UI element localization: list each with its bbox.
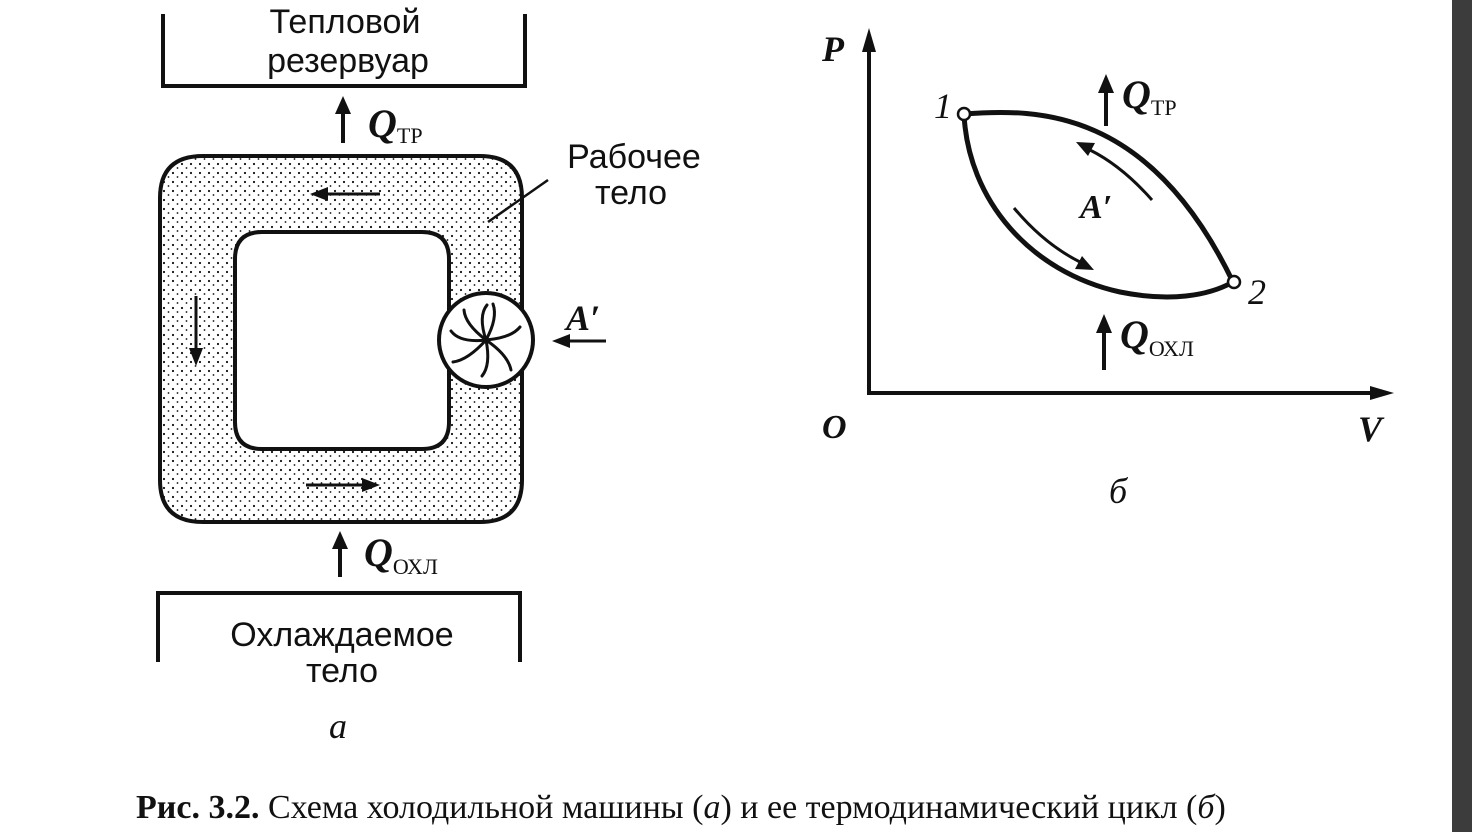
q-hot-arrow-up-icon	[335, 96, 351, 143]
diagram-a: Тепловой резервуар QТР Рабочее тело	[156, 3, 701, 746]
point-2-label: 2	[1248, 272, 1266, 312]
cooled-body-label-line1: Охлаждаемое	[230, 616, 453, 654]
x-axis-arrow-icon	[1370, 386, 1394, 400]
flow-arrow-right-icon	[306, 478, 380, 492]
upper-direction-arrow-icon	[1076, 142, 1154, 201]
caption-a: а	[703, 789, 720, 826]
panel-label-a: а	[329, 706, 347, 746]
axis-label-v: V	[1358, 409, 1385, 449]
q-cold-symbol: Q	[364, 530, 393, 575]
cycle-point-2	[1226, 274, 1242, 290]
caption-text-1: Схема холодильной машины (	[259, 789, 703, 826]
hot-reservoir-label-line1: Тепловой	[270, 3, 421, 41]
caption-text-2: ) и ее термодинамический цикл (	[720, 789, 1197, 826]
q-cold-b-symbol: Q	[1120, 312, 1149, 357]
cycle-upper-curve	[963, 109, 1236, 284]
q-hot-symbol: Q	[368, 101, 397, 146]
working-body-pointer	[487, 178, 549, 224]
q-cold-arrow-up-b-icon	[1096, 314, 1112, 370]
origin-label: O	[822, 409, 847, 446]
scan-edge	[1452, 0, 1472, 832]
work-label-b: A′	[1078, 189, 1112, 226]
cycle-lower-curve	[961, 113, 1235, 300]
work-arrow-left-icon	[552, 334, 606, 348]
q-hot-label: QТР	[368, 101, 423, 148]
q-cold-label-b: QОХЛ	[1120, 312, 1194, 361]
caption-number: Рис. 3.2.	[136, 789, 259, 826]
hot-reservoir-label-line2: резервуар	[267, 42, 429, 80]
q-cold-subscript: ОХЛ	[393, 554, 438, 579]
q-hot-arrow-up-b-icon	[1098, 74, 1114, 126]
cycle-point-1	[956, 106, 972, 122]
q-cold-b-subscript: ОХЛ	[1149, 336, 1194, 361]
caption-b: б	[1197, 789, 1216, 826]
working-body-ring	[158, 154, 524, 524]
caption-text-3: )	[1214, 789, 1225, 826]
compressor-icon	[437, 291, 535, 389]
point-1-label: 1	[934, 86, 952, 126]
figure-caption: Рис. 3.2. Схема холодильной машины (а) и…	[136, 789, 1226, 826]
panel-label-b: б	[1109, 471, 1129, 511]
lower-direction-arrow-icon	[1012, 207, 1094, 270]
working-body-label-line1: Рабочее	[567, 138, 701, 176]
hot-reservoir-bracket	[161, 14, 527, 88]
flow-arrow-down-icon	[189, 296, 203, 366]
axis-label-p: P	[821, 29, 845, 69]
x-axis	[867, 386, 1394, 400]
cooled-body-label-line2: тело	[306, 652, 378, 690]
cooled-body-bracket	[156, 591, 522, 662]
diagram-b: P V O 1 2 A′ QТР	[821, 28, 1394, 511]
work-label-a: A′	[564, 298, 600, 338]
y-axis-arrow-icon	[862, 28, 876, 52]
q-hot-b-symbol: Q	[1122, 72, 1151, 117]
q-cold-label: QОХЛ	[364, 530, 438, 579]
q-hot-label-b: QТР	[1122, 72, 1177, 120]
y-axis	[862, 28, 876, 393]
working-body-label-line2: тело	[595, 174, 667, 212]
q-cold-arrow-up-icon	[332, 531, 348, 577]
q-hot-subscript: ТР	[397, 123, 423, 148]
q-hot-b-subscript: ТР	[1151, 95, 1177, 120]
flow-arrow-left-icon	[310, 187, 380, 201]
